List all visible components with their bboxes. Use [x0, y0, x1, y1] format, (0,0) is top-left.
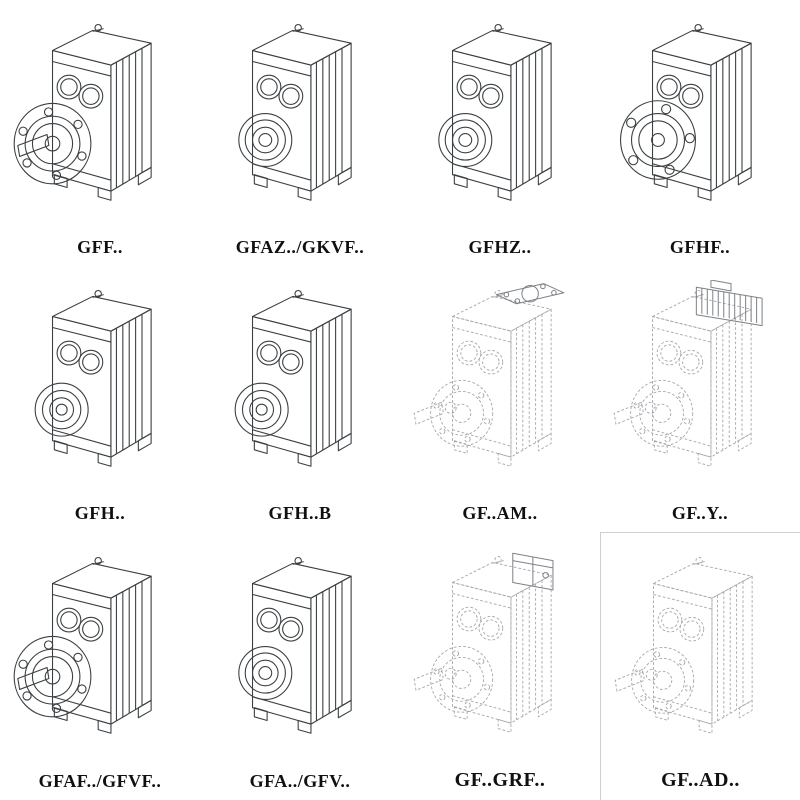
gearbox-label-gfa-gfv: GFA../GFV..	[249, 771, 351, 791]
gearbox-cell-gfa-gfv: GFA../GFV..	[200, 532, 400, 800]
gearbox-label-gfhz: GFHZ..	[468, 237, 532, 257]
gearbox-drawing-gf-ad	[603, 536, 798, 767]
gearbox-drawing-gf-grf	[402, 535, 598, 767]
gearbox-label-gff: GFF..	[77, 237, 123, 257]
gearbox-cell-gfaf-gfvf: GFAF../GFVF..	[0, 532, 200, 800]
gearbox-drawing-gff	[2, 3, 198, 235]
gearbox-cell-gff: GFF..	[0, 0, 200, 266]
gearbox-cell-gfhf: GFHF..	[600, 0, 800, 266]
gearbox-label-gfh: GFH..	[74, 503, 126, 523]
gearbox-label-gf-ad: GF..AD..	[661, 769, 740, 791]
gearbox-label-gfh-b: GFH..B	[268, 503, 332, 523]
gearbox-drawing-gfhz	[402, 3, 598, 235]
gearbox-drawing-gfa-gfv	[202, 535, 398, 769]
gearbox-label-gf-grf: GF..GRF..	[454, 769, 546, 791]
gearbox-drawing-gfh	[2, 269, 198, 501]
gearbox-cell-gfh-b: GFH..B	[200, 266, 400, 532]
gearbox-label-gf-y: GF..Y..	[671, 503, 729, 523]
gearbox-cell-gf-am: GF..AM..	[400, 266, 600, 532]
gearbox-drawing-gf-am	[402, 269, 598, 501]
gearbox-cell-gf-y: GF..Y..	[600, 266, 800, 532]
gearbox-cell-gf-grf: GF..GRF..	[400, 532, 600, 800]
gearbox-drawing-gf-y	[602, 269, 798, 501]
gearbox-cell-gf-ad: GF..AD..	[600, 532, 800, 800]
gearbox-cell-gfhz: GFHZ..	[400, 0, 600, 266]
gearbox-drawing-gfaf-gfvf	[2, 535, 198, 769]
gearbox-label-gf-am: GF..AM..	[462, 503, 538, 523]
gearbox-drawing-gfaz-gkvf	[202, 3, 398, 235]
gearbox-label-gfaf-gfvf: GFAF../GFVF..	[38, 771, 162, 791]
gearbox-drawing-gfh-b	[202, 269, 398, 501]
gearbox-cell-gfaz-gkvf: GFAZ../GKVF..	[200, 0, 400, 266]
gearbox-drawing-gfhf	[602, 3, 798, 235]
gearbox-label-gfhf: GFHF..	[669, 237, 731, 257]
gearbox-cell-gfh: GFH..	[0, 266, 200, 532]
gearbox-label-gfaz-gkvf: GFAZ../GKVF..	[235, 237, 365, 257]
